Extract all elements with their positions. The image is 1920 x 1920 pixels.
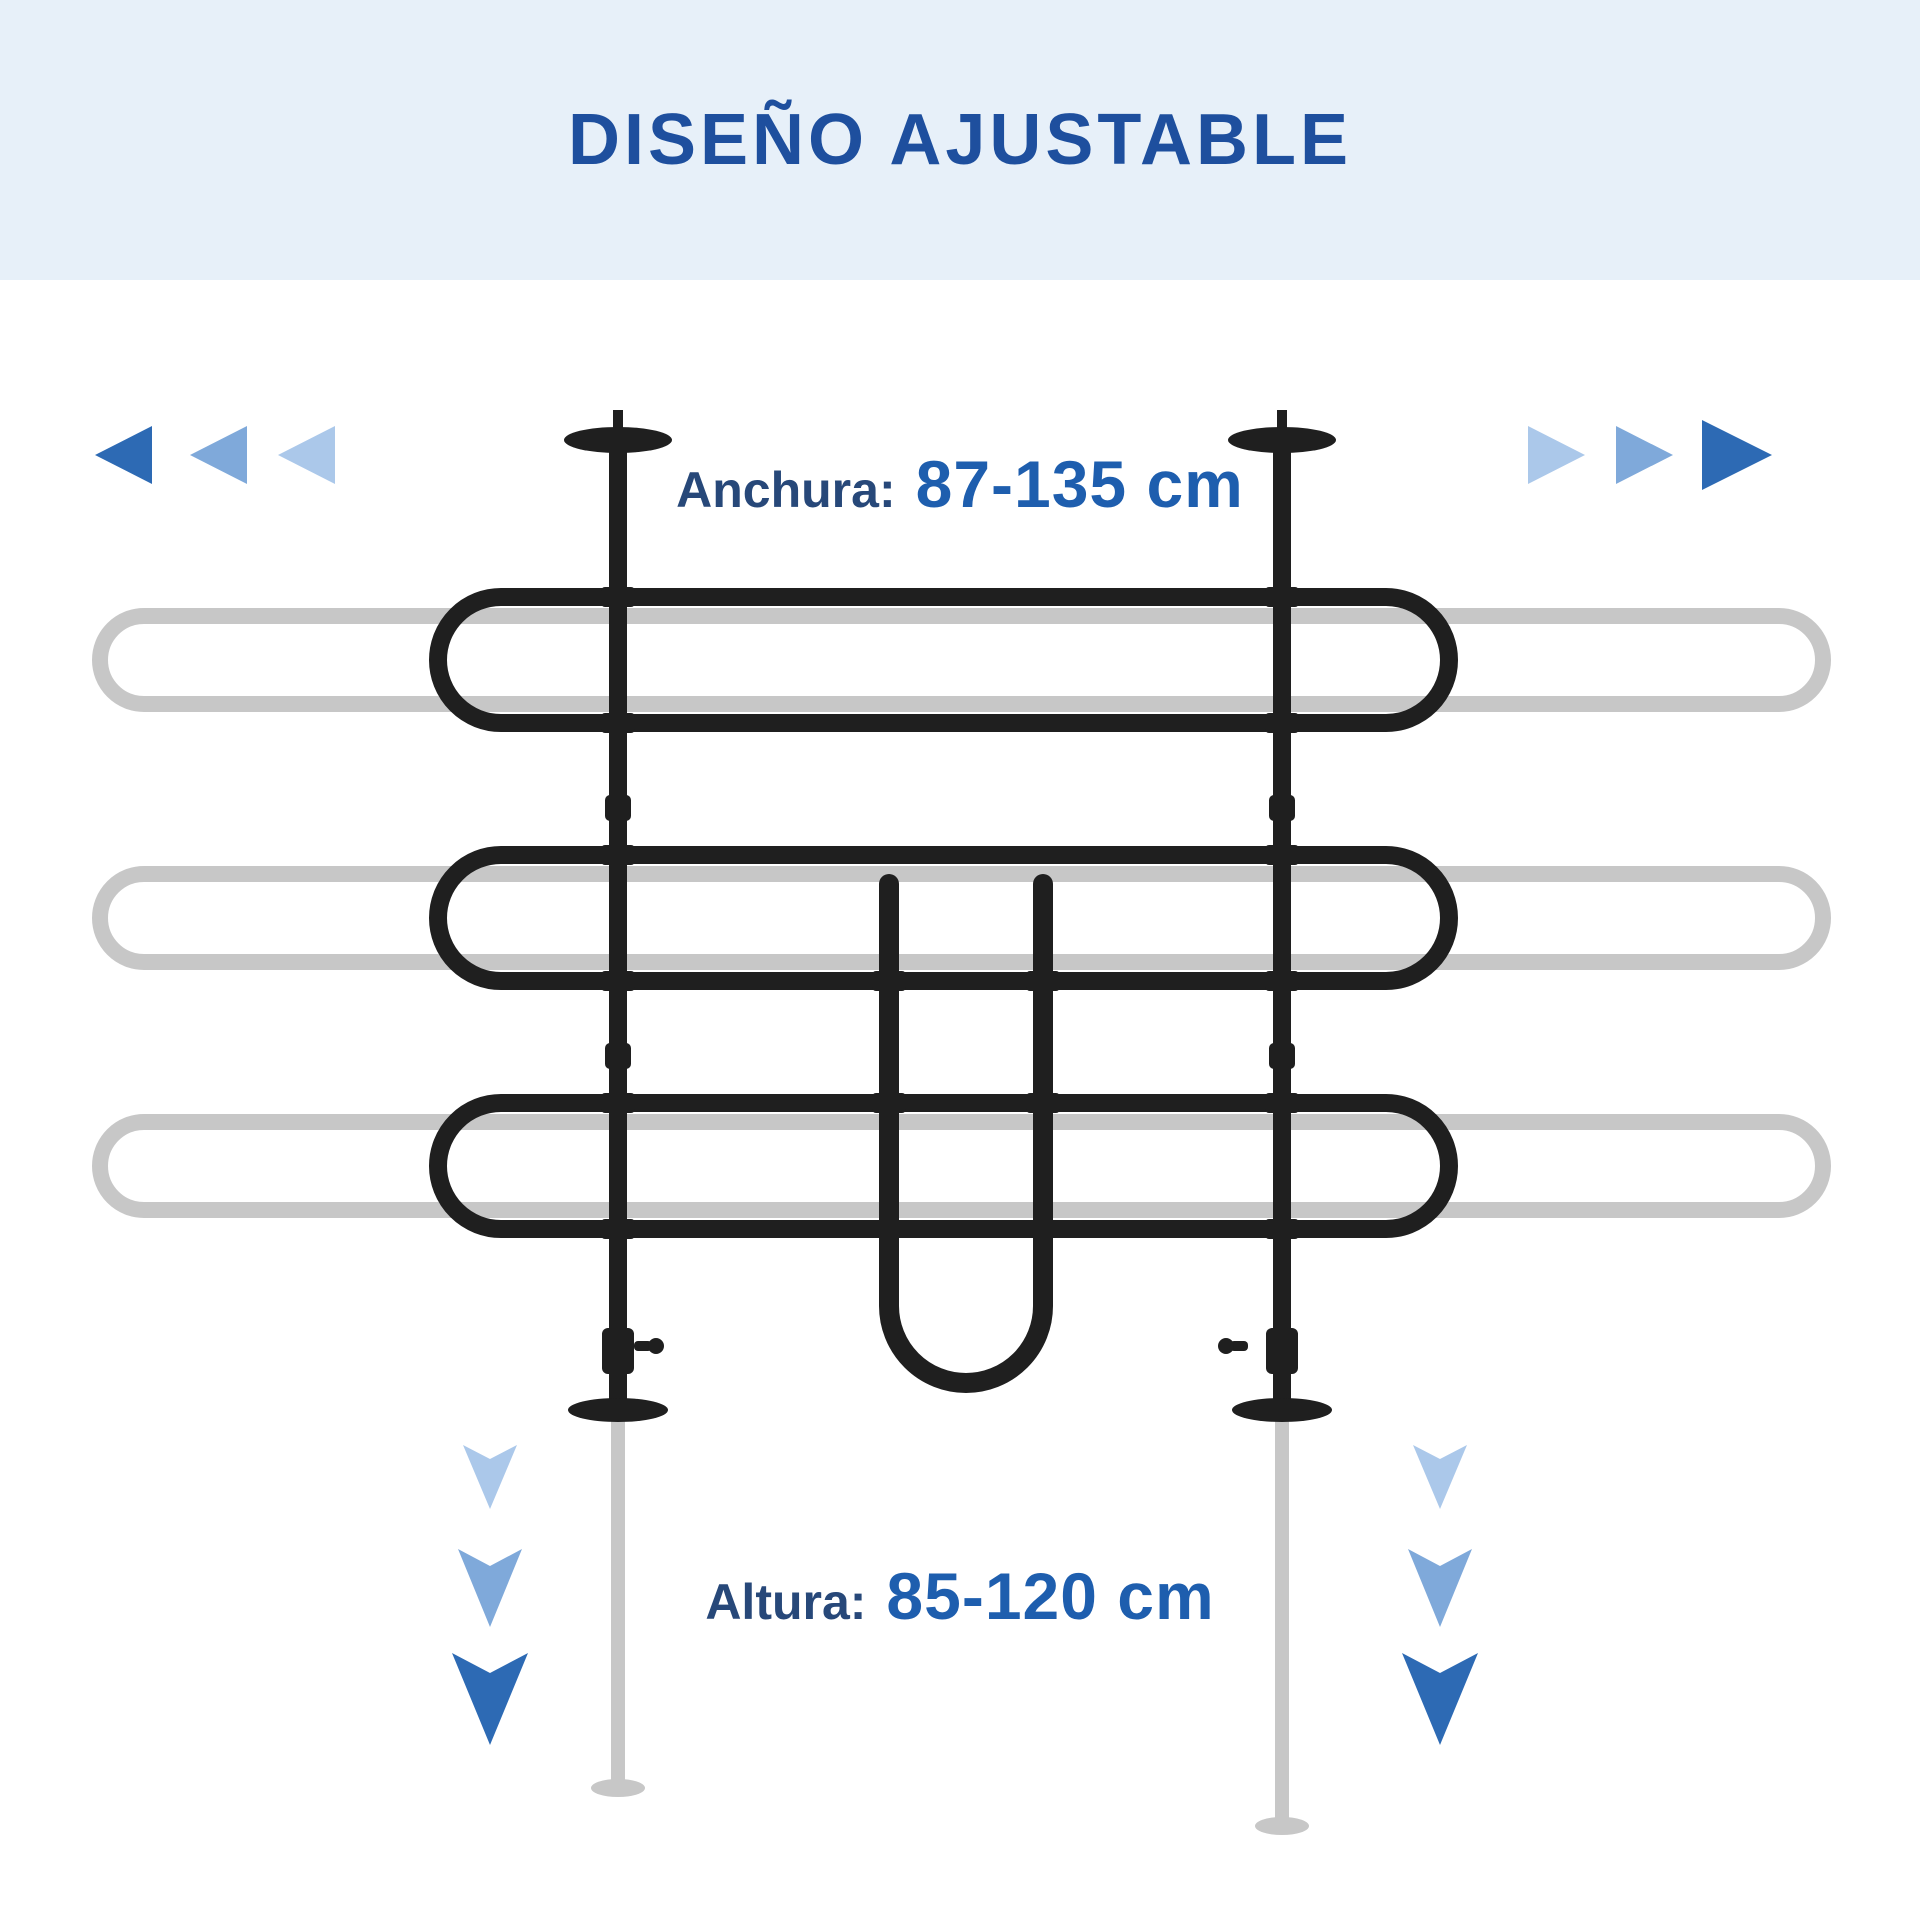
rail-clamp <box>601 1219 635 1239</box>
gray-foot-left <box>591 1779 645 1797</box>
rail-clamp <box>601 971 635 991</box>
right-support-pole <box>1218 410 1336 1422</box>
height-label: Altura: <box>705 1574 867 1630</box>
height-value: 85-120 cm <box>886 1559 1215 1633</box>
u-shaped-divider <box>872 874 1060 1393</box>
height-arrows-right-icon <box>1402 1445 1478 1745</box>
pole-shaft <box>1273 440 1291 1408</box>
width-value: 87-135 cm <box>915 447 1244 521</box>
telescopic-rails-black <box>429 588 1458 1238</box>
width-arrows-right-icon <box>1528 420 1772 490</box>
arrow-left-icon <box>278 426 335 484</box>
arrow-down-icon <box>458 1549 522 1627</box>
u-tube <box>879 874 1053 1393</box>
rail-clamp <box>601 1093 635 1113</box>
arrow-down-icon <box>463 1445 517 1509</box>
pole-collar <box>1269 795 1295 821</box>
black-rail-bottom <box>429 1094 1458 1238</box>
extended-rails-gray <box>92 608 1831 1218</box>
pole-shaft <box>609 440 627 1408</box>
black-rail-top <box>429 588 1458 732</box>
arrow-right-icon <box>1616 426 1673 484</box>
clamp-knob <box>1218 1338 1234 1354</box>
pole-adjuster-clamp <box>602 1328 634 1374</box>
gray-foot-right <box>1255 1817 1309 1835</box>
width-label: Anchura: <box>676 462 896 518</box>
arrow-down-icon <box>1402 1653 1478 1745</box>
arrow-down-icon <box>452 1653 528 1745</box>
page-title: DISEÑO AJUSTABLE <box>567 100 1353 180</box>
clamp-bolt <box>1230 1341 1248 1351</box>
pole-collar <box>605 795 631 821</box>
u-clamp <box>1026 1093 1060 1113</box>
rail-clamps <box>601 587 1299 1239</box>
pole-stem <box>1277 410 1287 436</box>
u-clamp <box>872 971 906 991</box>
rail-clamp <box>1265 1219 1299 1239</box>
height-annotation: Altura: 85-120 cm <box>705 1558 1214 1634</box>
arrow-left-icon <box>190 426 247 484</box>
u-clamp <box>872 1093 906 1113</box>
arrow-left-icon <box>95 426 152 484</box>
header-band: DISEÑO AJUSTABLE <box>0 0 1920 280</box>
gray-rail-top <box>92 608 1831 712</box>
rail-clamp <box>1265 713 1299 733</box>
width-arrows-left-icon <box>95 426 335 484</box>
black-rail-middle <box>429 846 1458 990</box>
pole-collar <box>605 1043 631 1069</box>
arrow-down-icon <box>1413 1445 1467 1509</box>
rail-clamp <box>601 713 635 733</box>
clamp-bolt <box>634 1341 652 1351</box>
pole-bottom-disc <box>568 1398 668 1422</box>
u-clamp <box>1026 971 1060 991</box>
rail-clamp <box>1265 845 1299 865</box>
arrow-right-icon <box>1528 426 1585 484</box>
gray-pole-left <box>611 1412 625 1782</box>
height-arrows-left-icon <box>452 1445 528 1745</box>
width-annotation: Anchura: 87-135 cm <box>676 446 1244 522</box>
rail-clamp <box>1265 1093 1299 1113</box>
pole-collar <box>1269 1043 1295 1069</box>
clamp-knob <box>648 1338 664 1354</box>
gray-pole-right <box>1275 1412 1289 1820</box>
rail-clamp <box>1265 971 1299 991</box>
rail-clamp <box>1265 587 1299 607</box>
gray-rail-bottom <box>92 1114 1831 1218</box>
rail-clamp <box>601 587 635 607</box>
arrow-down-icon <box>1408 1549 1472 1627</box>
gray-rail-middle <box>92 866 1831 970</box>
pole-adjuster-clamp <box>1266 1328 1298 1374</box>
height-extension-poles-gray <box>591 1412 1309 1835</box>
left-support-pole <box>564 410 672 1422</box>
rail-clamp <box>601 845 635 865</box>
pole-stem <box>613 410 623 436</box>
pole-bottom-disc <box>1232 1398 1332 1422</box>
arrow-right-icon <box>1702 420 1772 490</box>
